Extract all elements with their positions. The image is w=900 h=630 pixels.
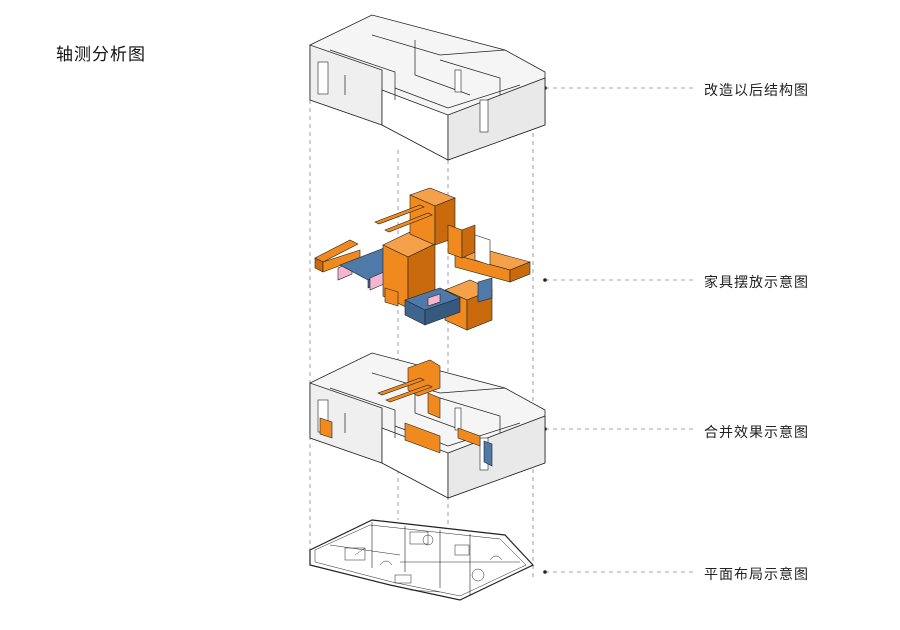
label-combined: 合并效果示意图: [704, 425, 809, 441]
floor-plan: [309, 519, 534, 601]
furniture-model: [314, 187, 531, 331]
combined-model: [309, 352, 546, 499]
alignment-lines: [309, 100, 534, 595]
label-furniture: 家具摆放示意图: [704, 275, 809, 291]
label-structure: 改造以后结构图: [704, 83, 809, 99]
label-floor-plan: 平面布局示意图: [704, 567, 809, 583]
page-title: 轴测分析图: [56, 45, 146, 65]
leader-lines: [545, 87, 696, 573]
structure-model: [309, 14, 546, 161]
leader-dots: [543, 86, 547, 574]
